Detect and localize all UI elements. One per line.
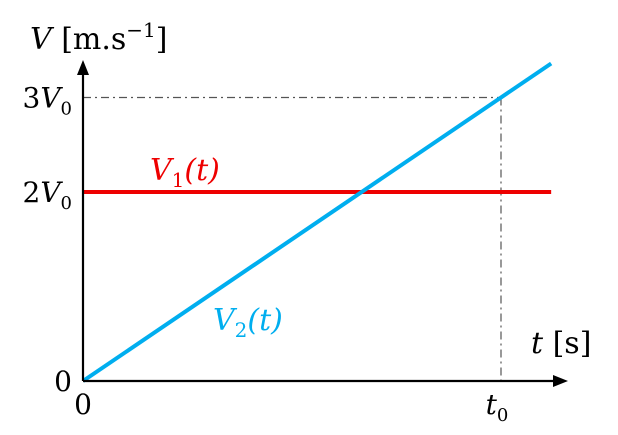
series-label-2: V2(t) bbox=[213, 303, 283, 342]
y-axis-label-close: ] bbox=[156, 22, 168, 57]
series-label-sub: 1 bbox=[172, 168, 185, 192]
axes bbox=[77, 60, 568, 387]
y-axis-label: V [m.s−1] bbox=[30, 18, 168, 57]
y-tick-label-0: 0 bbox=[54, 365, 72, 398]
series-label-1: V1(t) bbox=[150, 153, 220, 192]
x-axis-arrowhead bbox=[553, 375, 568, 387]
x-tick-sub: 0 bbox=[497, 405, 508, 426]
y-tick-sub: 0 bbox=[61, 193, 72, 214]
guide-lines bbox=[83, 96, 502, 381]
y-tick-main: V bbox=[40, 176, 63, 209]
y-axis-label-unit: [m.s bbox=[52, 22, 127, 57]
y-tick-main: 0 bbox=[54, 365, 72, 398]
y-tick-coef: 2 bbox=[22, 176, 40, 209]
series-label-arg: (t) bbox=[184, 153, 219, 188]
x-tick-main: t bbox=[486, 388, 498, 421]
series-label-main: V bbox=[150, 153, 175, 188]
x-axis-label-unit: [s] bbox=[543, 326, 591, 361]
y-tick-main: V bbox=[40, 82, 63, 115]
series-label-arg: (t) bbox=[247, 303, 282, 338]
series-line-2 bbox=[81, 61, 553, 383]
y-tick-label-2: 3V0 bbox=[22, 82, 72, 120]
y-axis-label-exp: −1 bbox=[126, 18, 155, 42]
y-tick-sub: 0 bbox=[61, 99, 72, 120]
y-axis-label-var: V bbox=[30, 22, 55, 57]
x-axis-label: t [s] bbox=[531, 326, 591, 361]
x-axis-label-var: t bbox=[531, 326, 544, 361]
series-label-sub: 2 bbox=[235, 318, 248, 342]
x-tick-label-1: t0 bbox=[486, 388, 509, 426]
series-label-main: V bbox=[213, 303, 238, 338]
y-axis-arrowhead bbox=[77, 60, 89, 75]
y-tick-label-1: 2V0 bbox=[22, 176, 72, 214]
y-tick-coef: 3 bbox=[22, 82, 40, 115]
x-tick-main: 0 bbox=[74, 388, 92, 421]
x-tick-label-0: 0 bbox=[74, 388, 92, 421]
series-lines bbox=[81, 61, 553, 383]
